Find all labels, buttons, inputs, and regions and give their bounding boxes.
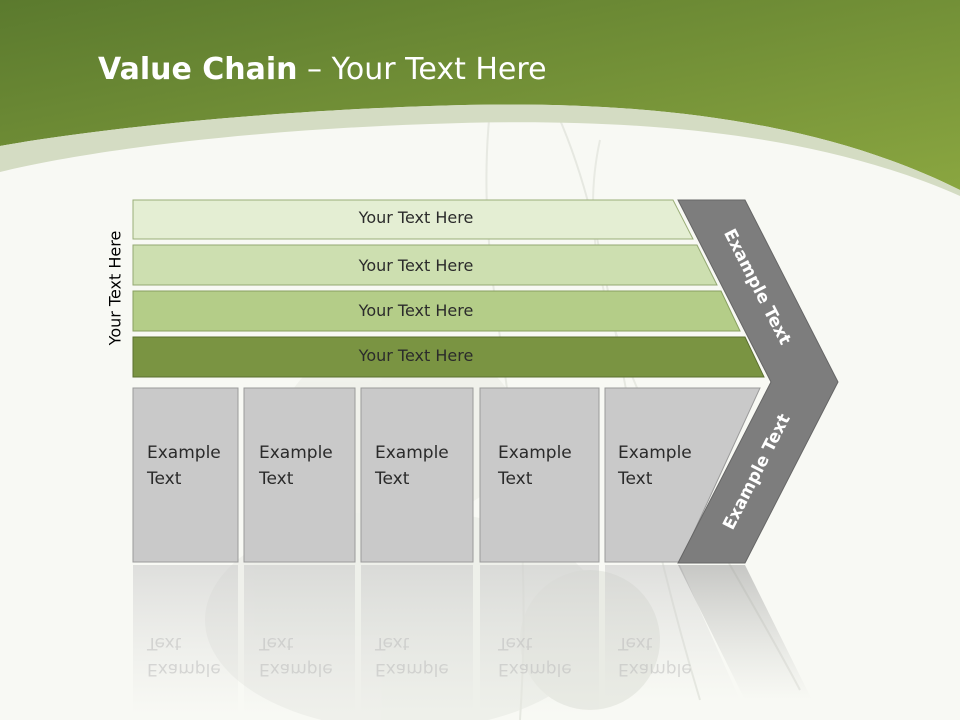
header-band — [0, 0, 960, 190]
box-3-reflection — [361, 565, 473, 715]
box-2-reflection-line-2: Text — [259, 633, 294, 653]
header-swoosh — [0, 104, 960, 196]
box-1-reflection — [133, 565, 238, 715]
band-3-label: Your Text Here — [358, 301, 474, 320]
title-rest: – Your Text Here — [297, 52, 547, 87]
box-1 — [132, 387, 239, 563]
box-3-reflection-line-2: Text — [375, 633, 410, 653]
band-3 — [132, 290, 741, 332]
box-1-reflection-line-1: Example — [147, 659, 221, 679]
box-5-reflection-label: Example Text — [618, 630, 692, 682]
title-bold: Value Chain — [98, 52, 298, 87]
box-1-line-1: Example — [147, 443, 221, 463]
box-4-line-2: Text — [498, 469, 533, 489]
band-1-label: Your Text Here — [358, 208, 474, 227]
band-4 — [132, 336, 765, 378]
chevron-reflection — [678, 565, 812, 700]
band-2 — [132, 244, 718, 286]
box-2 — [243, 387, 356, 563]
box-4 — [479, 387, 600, 563]
band-4-label: Your Text Here — [358, 346, 474, 365]
page-title: Value Chain – Your Text Here — [98, 52, 547, 87]
band-1 — [132, 199, 694, 240]
box-3-reflection-line-1: Example — [375, 659, 449, 679]
box-4-reflection — [480, 565, 599, 715]
box-1-line-2: Text — [147, 469, 182, 489]
margin-chevron — [677, 199, 839, 564]
box-4-reflection-line-1: Example — [498, 659, 572, 679]
box-3-line-2: Text — [375, 469, 410, 489]
box-4-reflection-label: Example Text — [498, 630, 572, 682]
box-2-reflection — [244, 565, 355, 715]
box-5-reflection-line-2: Text — [618, 633, 653, 653]
box-3-line-1: Example — [375, 443, 449, 463]
vertical-label: Your Text Here — [105, 230, 125, 346]
band-2-label: Your Text Here — [358, 256, 474, 275]
box-2-line-2: Text — [259, 469, 294, 489]
box-5-line-1: Example — [618, 443, 692, 463]
box-5-reflection — [605, 565, 740, 700]
box-2-line-1: Example — [259, 443, 333, 463]
box-5-line-2: Text — [618, 469, 653, 489]
box-1-reflection-line-2: Text — [147, 633, 182, 653]
box-1-reflection-label: Example Text — [147, 630, 221, 682]
box-5-reflection-line-1: Example — [618, 659, 692, 679]
box-3-reflection-label: Example Text — [375, 630, 449, 682]
box-2-reflection-line-1: Example — [259, 659, 333, 679]
box-4-reflection-line-2: Text — [498, 633, 533, 653]
box-2-reflection-label: Example Text — [259, 630, 333, 682]
box-4-line-1: Example — [498, 443, 572, 463]
box-3 — [360, 387, 474, 563]
